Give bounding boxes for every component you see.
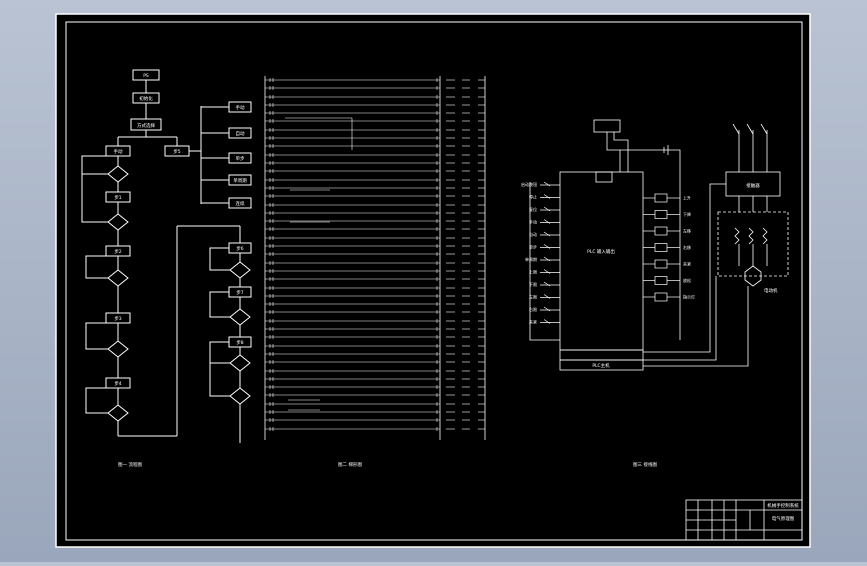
flowchart-caption: 图一 流程图 [118, 461, 142, 468]
plc-bottom-label: PLC主机 [592, 362, 610, 369]
input-switch [543, 194, 551, 199]
input-label: 单步 [529, 244, 537, 250]
flow-step-label: 步5 [173, 149, 180, 155]
motor-label: 电动机 [764, 287, 778, 294]
title-block-title: 机械手控制系统 [767, 502, 799, 509]
output-label: 下降 [683, 211, 691, 217]
plc-label: PLC 输入输出 [587, 248, 615, 255]
input-label: 复位 [529, 206, 537, 212]
flow-start-label: PS [143, 73, 149, 79]
flow-step-label: 步3 [114, 316, 121, 322]
input-switch [543, 206, 551, 212]
flow-step-label: 步4 [114, 381, 121, 387]
input-switch [543, 219, 551, 224]
flow-side-step-label: 步6 [236, 246, 243, 252]
input-label: 上限 [529, 269, 537, 275]
flow-side-step-label: 步8 [236, 340, 243, 346]
flowchart [81, 69, 252, 443]
output-label: 夹紧 [683, 261, 691, 267]
wiring-caption: 图三 接线图 [633, 461, 657, 468]
relay-frame [717, 211, 789, 277]
input-label: 夹紧 [529, 319, 537, 325]
flow-branch-label: 连续 [236, 200, 245, 207]
output-label: 放松 [683, 277, 691, 283]
output-label: 指示灯 [683, 294, 695, 300]
flow-branch-label: 单周期 [233, 177, 247, 184]
input-switch [543, 244, 551, 249]
input-switch [543, 269, 551, 274]
input-switch [543, 181, 551, 187]
title-block-drawing-no: 电气原理图 [772, 515, 795, 522]
input-label: 停止 [529, 194, 537, 200]
flow-branch-label: 单步 [236, 155, 245, 162]
input-label: 单周期 [525, 256, 537, 262]
input-label: 左限 [529, 294, 537, 300]
input-switch [543, 294, 551, 299]
contactor-label: 接触器 [746, 182, 760, 189]
flow-step-label: 步1 [114, 195, 121, 201]
flow-branch-label: 自动 [236, 130, 245, 137]
output-label: 上升 [683, 195, 691, 201]
input-switch [543, 231, 551, 237]
output-label: 左移 [683, 228, 691, 234]
input-label: 手动 [529, 219, 537, 225]
flow-select-label: 方式选择 [137, 122, 155, 129]
flow-step-label: 步2 [114, 249, 121, 255]
flow-step-label: 手动 [114, 148, 123, 155]
input-switch [543, 281, 551, 287]
input-label: 右限 [529, 306, 537, 312]
flow-branch-label: 手动 [236, 104, 245, 111]
input-label: 下限 [529, 281, 537, 287]
motor-symbol [744, 265, 762, 287]
ladder-caption: 图二 梯形图 [338, 461, 362, 468]
ladder-rungs [265, 78, 485, 431]
output-label: 右移 [683, 244, 691, 250]
drawing-border [65, 21, 803, 541]
input-switch [543, 256, 551, 262]
input-label: 启动按钮 [521, 181, 537, 187]
wiring-diagram [529, 119, 789, 371]
ladder-diagram [264, 76, 486, 440]
input-switch [543, 306, 551, 312]
title-block [685, 499, 803, 541]
input-label: 自动 [529, 231, 537, 237]
drawing-sheet [55, 13, 811, 548]
flow-side-step-label: 步7 [236, 290, 243, 296]
input-switch [543, 319, 551, 324]
flow-init-label: 初始化 [139, 95, 153, 102]
